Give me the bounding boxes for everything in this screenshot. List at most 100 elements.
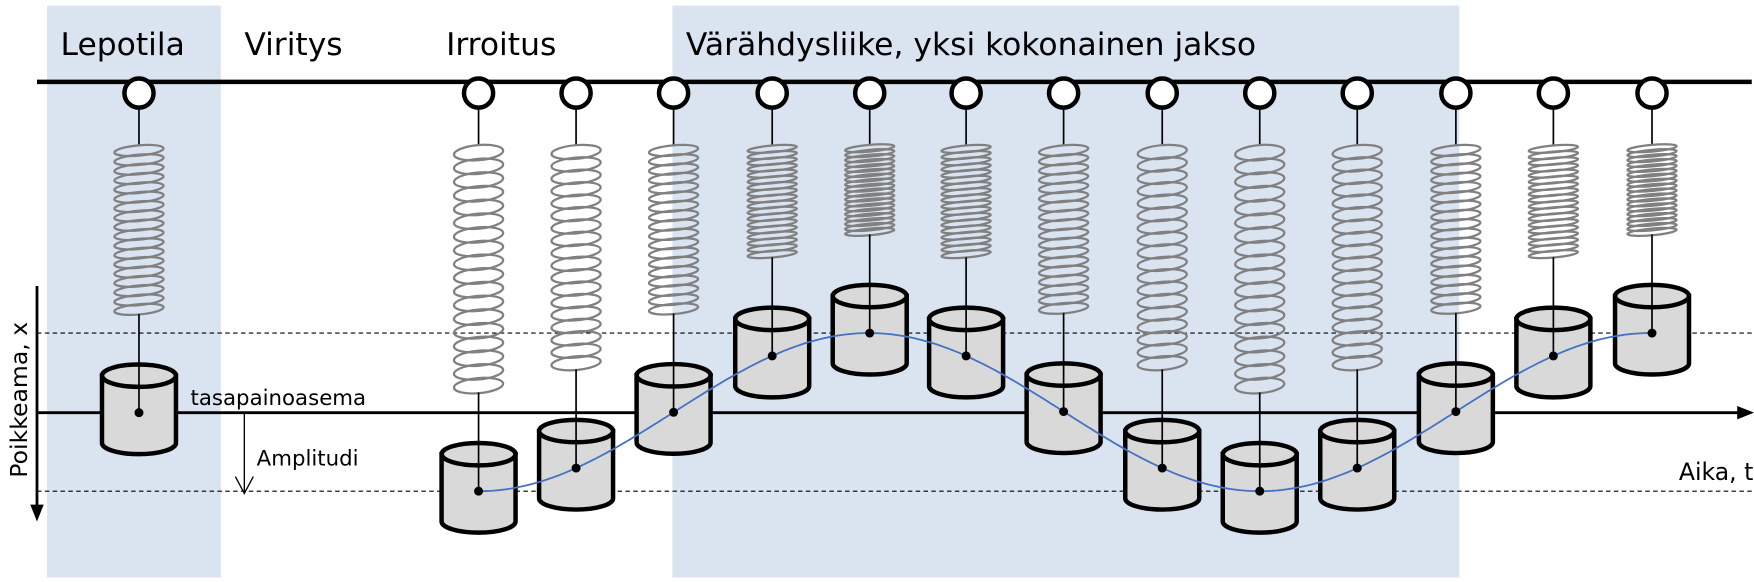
phase-label-tension: Viritys xyxy=(244,27,342,63)
spring-coil xyxy=(452,212,505,231)
spring-coil xyxy=(1234,171,1286,189)
spring-coil xyxy=(1136,255,1188,273)
spring-coil xyxy=(452,143,505,162)
hook-ring-icon xyxy=(461,76,496,110)
spring-coil xyxy=(1136,143,1188,161)
spring-coil xyxy=(1136,305,1188,322)
mass-centers-group xyxy=(134,328,1657,496)
spring-coil xyxy=(1136,230,1188,248)
spring-coil xyxy=(1626,216,1678,228)
displacement-axis-arrowhead xyxy=(30,504,44,522)
hook-ring-icon xyxy=(949,76,983,110)
spring-coil xyxy=(1136,243,1188,260)
spring-coil xyxy=(1331,156,1383,173)
mass-center-dot xyxy=(571,463,581,473)
spring-coil xyxy=(1136,330,1188,347)
hook-ring-icon xyxy=(755,76,790,110)
spring-coil xyxy=(1234,294,1286,313)
spring-coil xyxy=(1626,148,1678,159)
spring-coil xyxy=(550,205,602,223)
spring-coil xyxy=(1136,317,1188,335)
spring-coil xyxy=(1234,239,1286,258)
spring-coil xyxy=(550,292,602,310)
mass-center-dot xyxy=(1352,463,1362,473)
hook-ring-icon xyxy=(656,76,691,110)
spring-coil xyxy=(1234,280,1286,299)
spring-coil xyxy=(1626,212,1678,223)
spring-coil xyxy=(1626,187,1678,198)
spring-coil xyxy=(1234,321,1286,340)
spring-coil xyxy=(550,342,602,360)
spring-coil xyxy=(1234,362,1286,381)
spring-coil xyxy=(844,202,896,213)
mass-center-dot xyxy=(669,407,679,417)
spring-coil xyxy=(1234,212,1286,231)
spring-coil xyxy=(550,280,602,297)
mass-center-dot xyxy=(1647,328,1657,338)
spring-coil xyxy=(844,157,896,169)
spring-coil xyxy=(844,207,896,218)
hook-ring-icon xyxy=(559,76,593,110)
spring-coil xyxy=(1234,198,1286,217)
spring-coil xyxy=(1136,193,1188,210)
spring-coil xyxy=(1331,280,1383,297)
spring-coil xyxy=(1331,243,1383,260)
spring-coil xyxy=(1331,193,1383,210)
spring-coil xyxy=(1136,218,1188,235)
mass-center-dot xyxy=(474,486,484,496)
spring-coil xyxy=(452,362,505,381)
spring-coil xyxy=(844,172,896,183)
spring-coil xyxy=(550,143,602,161)
spring-coil xyxy=(844,216,896,228)
spring-coil xyxy=(550,193,602,210)
amplitude-arrowhead xyxy=(234,476,254,495)
spring-coil xyxy=(1626,207,1678,218)
spring-coil xyxy=(844,187,896,198)
phase-label-release: Irroitus xyxy=(446,27,556,63)
hook-ring-icon xyxy=(1536,76,1571,110)
hook-ring-icon xyxy=(1340,76,1375,110)
spring-coil xyxy=(452,321,505,340)
spring-coil xyxy=(550,156,602,173)
spring-coil xyxy=(452,157,505,176)
spring-coil xyxy=(844,143,896,154)
phase-label-rest: Lepotila xyxy=(61,27,185,63)
spring-coil xyxy=(1234,157,1286,176)
spring-coil xyxy=(1331,317,1383,335)
spring-coil xyxy=(844,167,896,178)
spring-coil xyxy=(452,294,505,313)
time-axis-label: Aika, t xyxy=(1679,458,1753,486)
hook-ring-icon xyxy=(1439,76,1473,110)
mass-center-dot xyxy=(1451,407,1461,417)
mass-center-dot xyxy=(1548,351,1558,361)
spring-coil xyxy=(1234,184,1286,203)
equilibrium-label: tasapainoasema xyxy=(191,386,367,411)
mass-center-dot xyxy=(961,351,971,361)
masses-group xyxy=(99,234,1692,535)
spring-coil xyxy=(844,197,896,208)
spring-coil xyxy=(1331,218,1383,235)
spring-coil xyxy=(1331,330,1383,347)
spring-coil xyxy=(1234,267,1286,285)
hook-ring-icon xyxy=(852,76,887,110)
spring-coil xyxy=(1136,342,1188,360)
spring-coil xyxy=(452,239,505,258)
spring-coil xyxy=(550,330,602,347)
spring-coil xyxy=(452,198,505,217)
spring-coil xyxy=(1626,172,1678,183)
spring-coil xyxy=(550,305,602,322)
spring-coil xyxy=(1136,168,1188,186)
spring-coil xyxy=(1136,156,1188,173)
spring-coil xyxy=(1626,162,1678,174)
spring-coil xyxy=(1136,267,1188,285)
spring-coil xyxy=(1626,221,1678,233)
spring-coil xyxy=(1626,182,1678,193)
spring-coil xyxy=(1331,267,1383,285)
spring-coil xyxy=(550,267,602,285)
spring-coil xyxy=(550,230,602,248)
spring-coil xyxy=(1136,280,1188,297)
hook-ring-icon xyxy=(1242,76,1277,110)
spring-coil xyxy=(1234,143,1286,162)
amplitude-label: Amplitudi xyxy=(257,446,359,471)
